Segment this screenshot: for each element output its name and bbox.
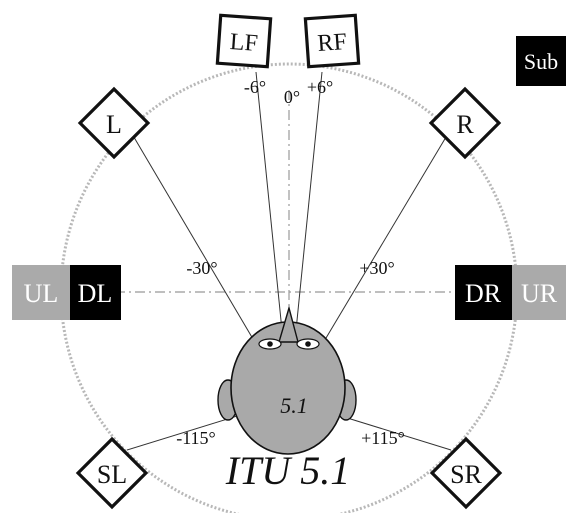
speaker-lf: LF	[215, 13, 273, 69]
diagram-title: ITU 5.1	[225, 448, 350, 493]
side-box-label-ur: UR	[521, 279, 558, 308]
speaker-surround-left	[75, 436, 149, 510]
angle-label-rf: +6°	[307, 77, 333, 97]
speaker-label-surround-right: SR	[450, 460, 482, 489]
speaker-surround-right	[429, 436, 503, 510]
nose	[278, 305, 299, 343]
right-pupil	[305, 341, 311, 347]
speaker-label-rf: RF	[317, 29, 348, 57]
angle-label-left: -30°	[186, 258, 217, 278]
side-box-ur	[512, 265, 566, 320]
listener-head	[217, 305, 357, 455]
speaker-label-right: R	[456, 110, 474, 139]
angle-label-surround-left: -115°	[176, 428, 216, 448]
speaker-label-lf: LF	[229, 29, 259, 57]
head-label: 5.1	[280, 393, 308, 418]
side-box-dr	[455, 265, 512, 320]
side-box-dl	[70, 265, 121, 320]
angle-label-lf: -6°	[244, 77, 266, 97]
side-box-label-dr: DR	[465, 279, 502, 308]
angle-label-surround-right: +115°	[361, 428, 405, 448]
speaker-label-left: L	[106, 110, 122, 139]
side-box-ul	[12, 265, 70, 320]
side-box-label-dl: DL	[78, 279, 113, 308]
speaker-rf: RF	[303, 13, 361, 69]
side-box-label-ul: UL	[24, 279, 59, 308]
speaker-sub	[516, 36, 566, 86]
left-pupil	[267, 341, 273, 347]
speaker-label-sub: Sub	[524, 49, 558, 74]
speaker-right	[428, 86, 502, 160]
angle-label-zero: 0°	[284, 87, 300, 107]
speaker-label-surround-left: SL	[97, 460, 127, 489]
angle-label-right: +30°	[359, 258, 394, 278]
speaker-left	[77, 86, 151, 160]
